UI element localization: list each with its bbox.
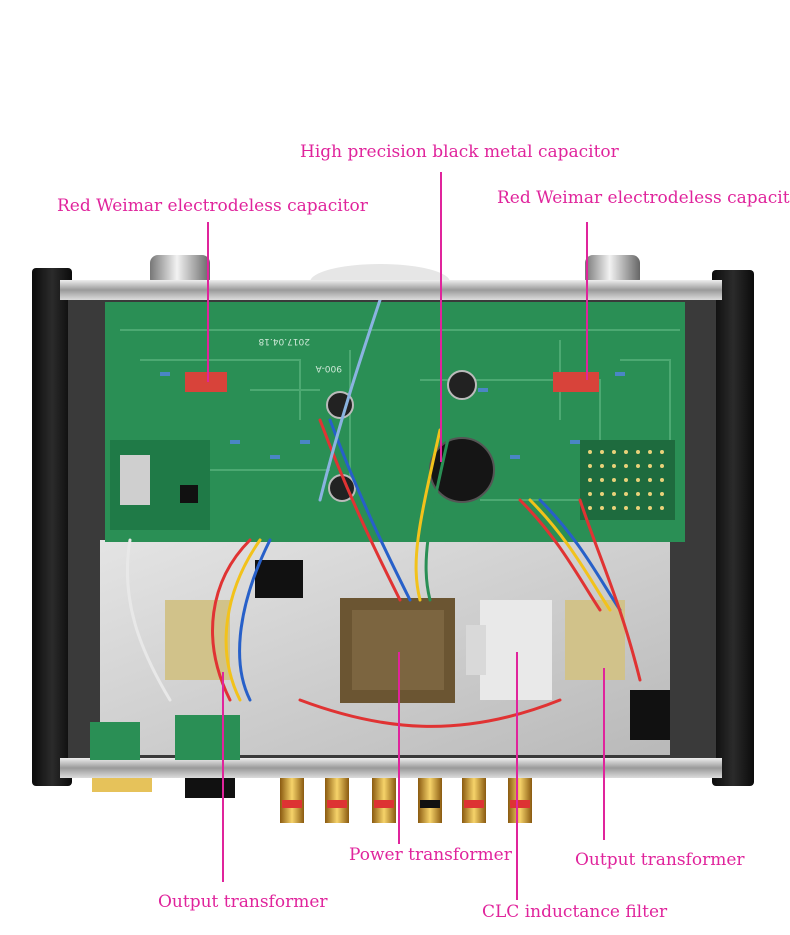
chassis-right-side xyxy=(712,270,754,786)
leader-output-transformer-right xyxy=(603,668,605,840)
leader-power-transformer xyxy=(398,652,400,844)
leader-output-transformer-left xyxy=(222,672,224,882)
output-transformer-right xyxy=(565,600,625,680)
label-output-transformer-right: Output transformer xyxy=(575,850,745,870)
chassis-left-side xyxy=(32,268,72,786)
label-power-transformer: Power transformer xyxy=(349,845,512,865)
label-clc-filter: CLC inductance filter xyxy=(482,902,668,922)
red-capacitor-left xyxy=(185,372,227,392)
speaker-binding-posts xyxy=(280,778,532,823)
label-red-capacitor-left: Red Weimar electrodeless capacitor xyxy=(57,196,368,216)
top-rail xyxy=(60,280,722,300)
red-capacitor-right xyxy=(553,372,599,392)
label-red-capacitor-right: Red Weimar electrodeless capacitor xyxy=(497,188,790,208)
leader-black-capacitor xyxy=(440,172,442,462)
output-transformer-left xyxy=(165,600,230,680)
pcb-date-marking: 2017.04.18 xyxy=(258,336,310,346)
leader-clc-filter xyxy=(516,652,518,900)
leader-red-capacitor-right xyxy=(586,222,588,380)
label-black-capacitor: High precision black metal capacitor xyxy=(300,142,619,162)
bottom-rail xyxy=(60,758,722,778)
leader-red-capacitor-left xyxy=(207,222,209,382)
volume-knob-right xyxy=(585,255,640,287)
label-output-transformer-left: Output transformer xyxy=(158,892,328,912)
pcb-marking: 900-A xyxy=(315,363,342,373)
volume-knob-left xyxy=(150,255,210,287)
